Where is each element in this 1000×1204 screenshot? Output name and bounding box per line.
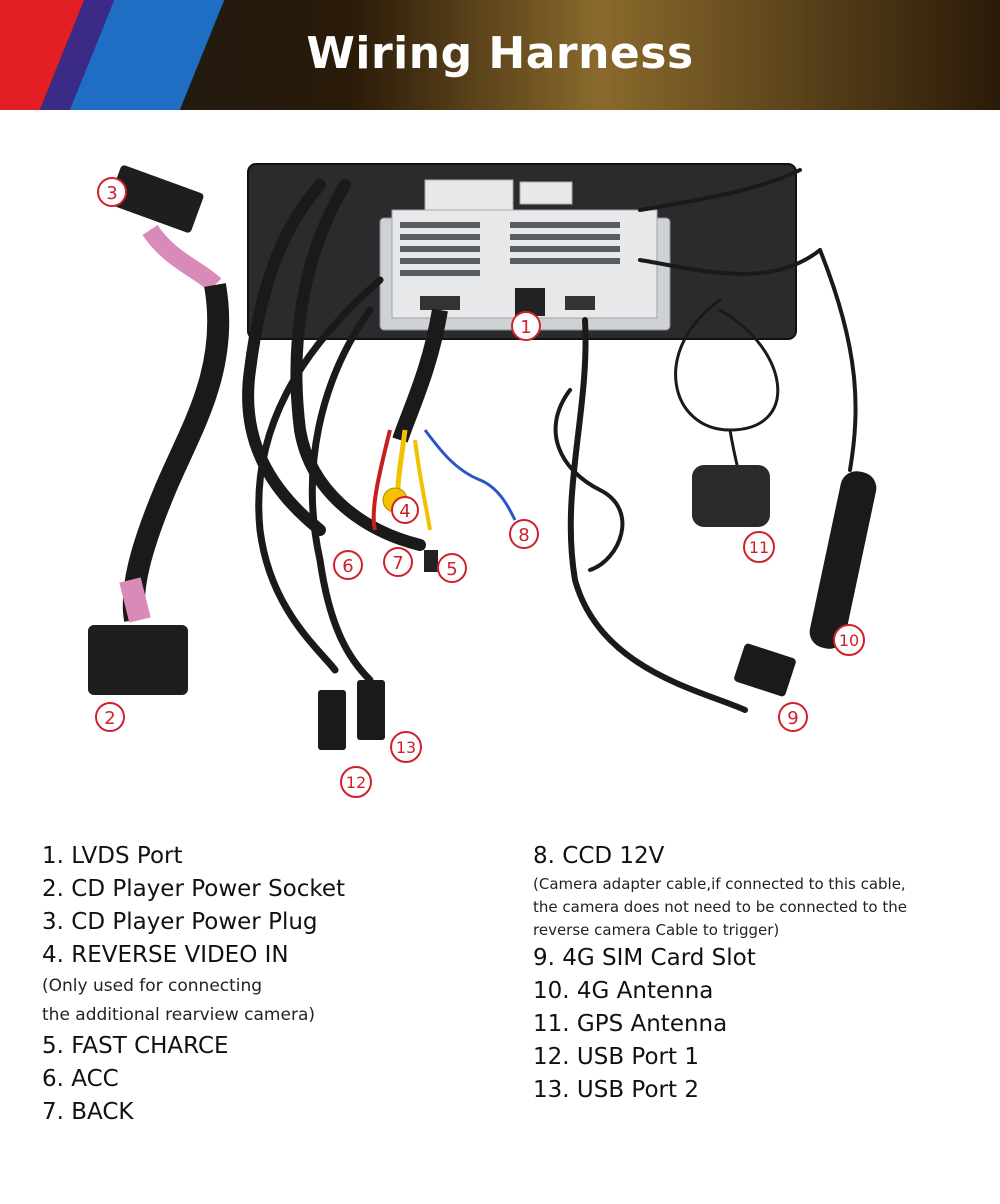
legend-item-7: 7. BACK: [42, 1099, 134, 1125]
callout-9: 9: [778, 702, 808, 732]
callout-7: 7: [383, 547, 413, 577]
legend-right: 8. CCD 12V (Camera adapter cable,if conn…: [533, 840, 973, 1107]
callout-7-label: 7: [392, 553, 403, 574]
legend-item-10: 10. 4G Antenna: [533, 978, 714, 1004]
legend-item-2: 2. CD Player Power Socket: [42, 876, 346, 902]
legend-item-12: 12. USB Port 1: [533, 1044, 699, 1070]
legend-item-8-note-2: the camera does not need to be connected…: [533, 898, 907, 916]
callout-13: 13: [390, 731, 422, 763]
callout-6: 6: [333, 550, 363, 580]
callout-11-label: 11: [749, 538, 769, 557]
callout-3-label: 3: [106, 183, 117, 204]
page-title: Wiring Harness: [306, 28, 694, 79]
callout-8-label: 8: [518, 525, 529, 546]
callout-11: 11: [743, 531, 775, 563]
callout-12-label: 12: [346, 773, 366, 792]
usb-ports: [318, 680, 385, 750]
gps-antenna: [692, 465, 770, 527]
legend-item-8-note-1: (Camera adapter cable,if connected to th…: [533, 875, 906, 893]
legend-item-4-note-2: the additional rearview camera): [42, 1005, 315, 1025]
callout-3: 3: [97, 177, 127, 207]
callout-6-label: 6: [342, 556, 353, 577]
callout-5: 5: [437, 553, 467, 583]
legend-item-9: 9. 4G SIM Card Slot: [533, 945, 756, 971]
callout-12: 12: [340, 766, 372, 798]
legend-item-3: 3. CD Player Power Plug: [42, 909, 318, 935]
legend-item-1: 1. LVDS Port: [42, 843, 183, 869]
callout-4-label: 4: [399, 501, 410, 522]
wiring-diagram: 1 2 3 4 5 6 7 8: [88, 163, 877, 798]
callout-10: 10: [833, 624, 865, 656]
callout-5-label: 5: [446, 559, 457, 580]
legend-item-6: 6. ACC: [42, 1066, 119, 1092]
sim-card-slot: [734, 643, 796, 697]
callout-8: 8: [509, 519, 539, 549]
legend-item-4: 4. REVERSE VIDEO IN: [42, 942, 289, 968]
legend-item-13: 13. USB Port 2: [533, 1077, 699, 1103]
callout-10-label: 10: [839, 631, 859, 650]
header-banner: Wiring Harness: [0, 0, 1000, 110]
callout-2: 2: [95, 702, 125, 732]
legend-item-8: 8. CCD 12V: [533, 843, 665, 869]
callout-4: 4: [391, 496, 419, 524]
callout-9-label: 9: [787, 708, 798, 729]
callout-markers: 1 2 3 4 5 6 7 8: [95, 177, 865, 798]
legend-item-4-note-1: (Only used for connecting: [42, 976, 263, 996]
callout-2-label: 2: [104, 708, 115, 729]
callout-1-label: 1: [520, 317, 531, 338]
callout-1: 1: [511, 311, 541, 341]
legend-item-5: 5. FAST CHARCE: [42, 1033, 229, 1059]
legend-item-11: 11. GPS Antenna: [533, 1011, 728, 1037]
legend-item-8-note-3: reverse camera Cable to trigger): [533, 921, 780, 939]
4g-antenna: [809, 471, 877, 649]
legend-left: 1. LVDS Port 2. CD Player Power Socket 3…: [42, 840, 482, 1129]
callout-13-label: 13: [396, 738, 416, 757]
power-plug-connector: [88, 165, 230, 695]
